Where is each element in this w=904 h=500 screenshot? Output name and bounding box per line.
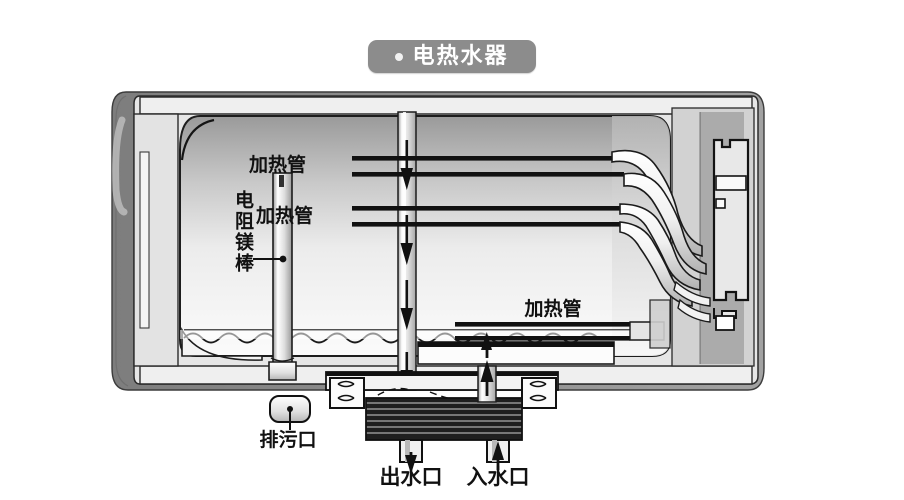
page-title-badge: 电热水器: [368, 40, 536, 73]
bullet-dot-icon: [395, 53, 404, 61]
heating-tube-lower-assembly: [417, 299, 671, 365]
upward-flow-arrow: [480, 360, 494, 396]
label-heating-tube-lower: 加热管: [523, 297, 581, 320]
label-water-inlet: 入水口: [467, 465, 530, 489]
heating-tube-upper-assembly: [352, 149, 707, 275]
label-heating-tube-upper: 加热管: [248, 153, 306, 176]
heating-tube-middle-assembly: [352, 203, 711, 323]
label-magnesium-rod: 电阻镁棒: [232, 189, 254, 274]
diagram-labels: 加热管 加热管 加热管 电阻镁棒 排污口 出水口 入水口: [232, 153, 582, 489]
bottom-manifold: [325, 332, 559, 441]
leader-lines: [253, 255, 504, 474]
label-heating-tube-middle: 加热管: [255, 204, 313, 227]
page-title: 电热水器: [412, 43, 509, 69]
label-water-outlet: 出水口: [380, 465, 443, 489]
label-drain-port: 排污口: [259, 428, 316, 451]
magnesium-anode-rod: [268, 172, 297, 381]
